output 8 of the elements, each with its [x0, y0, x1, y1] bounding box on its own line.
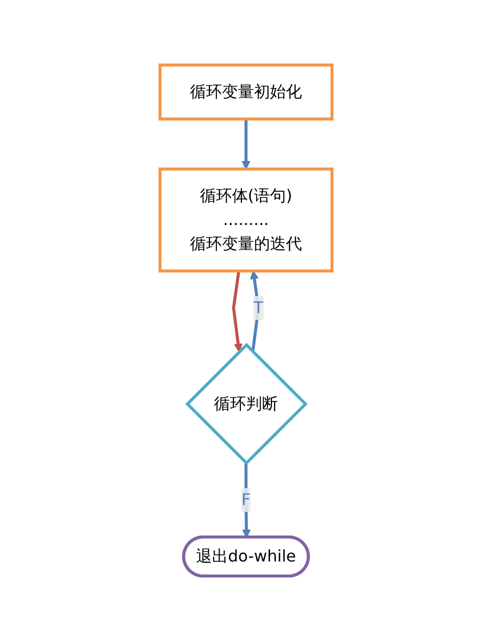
arrow [242, 463, 251, 538]
node-box: 循环变量初始化 [158, 64, 334, 120]
arrow [232, 270, 243, 352]
edge-label: F [241, 490, 251, 509]
arrow [242, 119, 250, 170]
edge-label: T [254, 298, 264, 317]
node-diamond: 循环判断 [185, 342, 308, 466]
node-box: 循环体(语句) ......... 循环变量的迭代 [158, 168, 334, 272]
